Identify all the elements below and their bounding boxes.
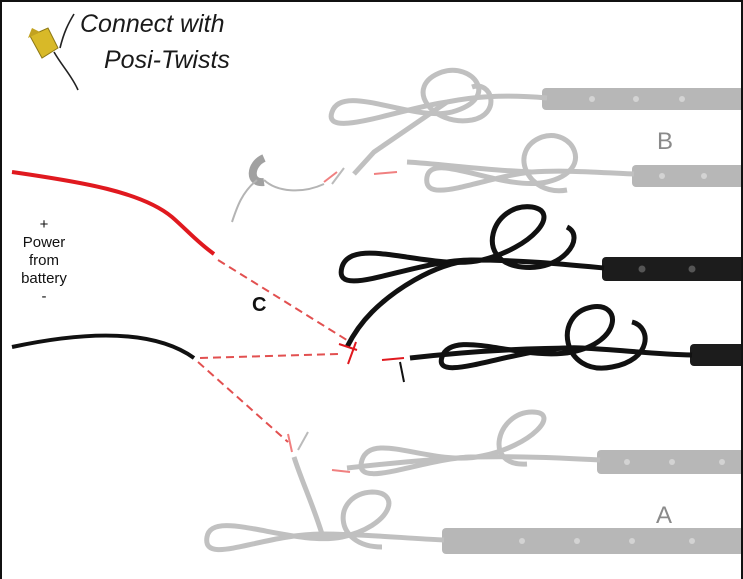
coiled-wire-icon <box>338 204 605 349</box>
positive-wire <box>11 170 216 256</box>
lower-red-leads <box>287 431 351 473</box>
led-strip-icon <box>542 88 741 110</box>
label-c: C <box>252 294 267 316</box>
guide-dashes <box>197 259 351 443</box>
faded-connector-icon <box>248 154 267 187</box>
label-b: B <box>657 128 674 155</box>
negative-sign: - <box>41 288 47 305</box>
positive-sign: + <box>39 216 49 233</box>
led-strip-icon <box>597 450 741 474</box>
led-strip-icon <box>442 528 741 554</box>
power-label-line-3: battery <box>21 270 67 287</box>
title-line-1: Connect with <box>80 10 225 38</box>
negative-wire <box>11 333 196 360</box>
coiled-wire-icon <box>328 67 548 176</box>
coiled-wire-icon <box>204 456 445 553</box>
title-line-2: Posi-Twists <box>104 46 230 74</box>
coiled-wire-icon <box>346 409 601 477</box>
led-strip-icon <box>690 344 741 366</box>
coiled-wire-icon <box>406 133 635 194</box>
led-strip-icon <box>602 257 741 281</box>
power-source-label: + Power from battery - <box>20 216 68 306</box>
coiled-wire-icon <box>409 304 693 371</box>
power-label-line-2: from <box>29 252 59 269</box>
posi-twist-connector-icon <box>28 13 79 91</box>
led-strip-a-group <box>204 409 741 554</box>
active-red-leads <box>338 341 405 383</box>
led-strip-icon <box>632 165 741 187</box>
label-a: A <box>656 502 673 529</box>
power-label-line-1: Power <box>22 234 66 251</box>
led-strip-active-group <box>338 204 741 371</box>
faded-red-leads <box>323 167 398 185</box>
led-strip-b-group <box>231 67 741 223</box>
